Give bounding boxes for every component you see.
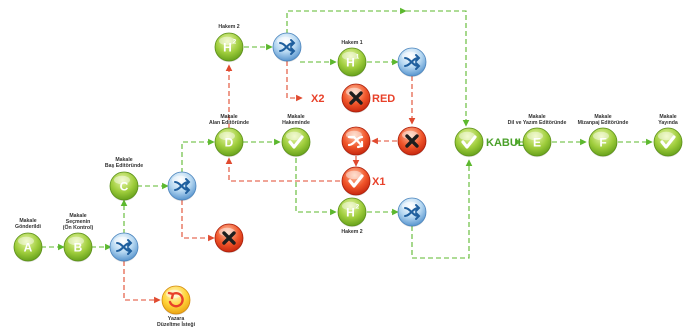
node-h1-superscript: 1 [356, 55, 360, 61]
undo-icon [167, 291, 184, 308]
node-shuffle-5 [397, 197, 427, 228]
cross-icon [222, 231, 236, 245]
node-red [341, 83, 371, 114]
arrow-x1-d [225, 157, 340, 182]
node-revision-request [161, 285, 191, 316]
node-h2-bottom-letter: H [346, 206, 355, 220]
node-h2-top-superscript: 2 [233, 40, 237, 46]
arrow-shuffle2-d [181, 138, 215, 173]
tag-kabul: KABUL [486, 137, 525, 149]
node-shuffle-2 [167, 171, 197, 202]
arrow-shuffle3-top [286, 7, 407, 34]
arrow-shuffle2-cross [181, 200, 215, 242]
node-f: F [588, 127, 618, 158]
node-e-letter: E [533, 136, 541, 150]
shuffle-icon [279, 39, 296, 55]
label-hakem2-bottom: Hakem 2 [341, 229, 362, 235]
node-shuffle-3 [272, 32, 302, 63]
shuffle-icon [116, 239, 133, 255]
check-icon [348, 174, 364, 188]
return-icon [347, 135, 364, 149]
tag-x2: X2 [311, 93, 324, 105]
check-icon [660, 135, 676, 149]
node-h1-letter: H [346, 56, 355, 70]
check-icon [288, 135, 304, 149]
cross-icon [349, 91, 363, 105]
tag-x1: X1 [372, 176, 385, 188]
node-return [341, 126, 371, 157]
arrow-shuffle5-kabul [411, 159, 473, 259]
arrow-shuffle1-sarrow [123, 261, 161, 304]
arrow-top-kabul [406, 10, 470, 127]
shuffle-icon [404, 204, 421, 220]
node-shuffle-4 [397, 47, 427, 78]
arrow-v1-h2bot [295, 158, 337, 216]
node-shuffle-1 [109, 232, 139, 263]
node-f-letter: F [599, 136, 606, 150]
label-hakem1: Hakem 1 [341, 40, 362, 46]
cross-icon [405, 134, 419, 148]
node-d: D [214, 127, 244, 158]
arrow-shuffle3-x2 [286, 61, 303, 102]
node-kabul [454, 127, 484, 158]
node-hakeminde [281, 127, 311, 158]
node-a: A [13, 232, 43, 263]
node-reject-early [214, 223, 244, 254]
node-yayinda [653, 127, 683, 158]
node-reject-review [397, 126, 427, 157]
node-h2-bottom-superscript: 2 [356, 205, 360, 211]
shuffle-icon [404, 54, 421, 70]
node-d-letter: D [225, 136, 234, 150]
node-c: C [109, 171, 139, 202]
label-hakem2-top: Hakem 2 [218, 24, 239, 30]
node-h2-top-letter: H [223, 41, 232, 55]
check-icon [461, 135, 477, 149]
tag-red: RED [372, 93, 395, 105]
node-a-letter: A [24, 241, 33, 255]
node-x1 [341, 166, 371, 197]
node-b-letter: B [74, 241, 83, 255]
node-e: E [522, 127, 552, 158]
node-c-letter: C [120, 180, 129, 194]
shuffle-icon [174, 178, 191, 194]
node-b: B [63, 232, 93, 263]
